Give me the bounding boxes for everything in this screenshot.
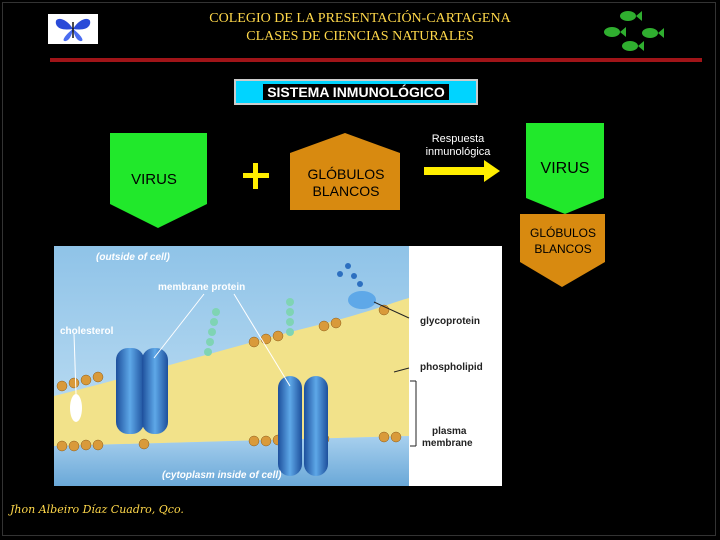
result-globulos-label: GLÓBULOS BLANCOS (529, 226, 597, 256)
phospholipid-label: phospholipid (420, 362, 483, 373)
plasma-label: plasma (432, 426, 467, 437)
equation-shapes (110, 123, 605, 287)
fish-decoration-icon (598, 6, 678, 56)
slide-title: SISTEMA INMUNOLÓGICO (234, 79, 478, 105)
school-header: COLEGIO DE LA PRESENTACIÓN-CARTAGENA CLA… (150, 10, 570, 46)
slide-title-text: SISTEMA INMUNOLÓGICO (263, 84, 449, 100)
response-label: Respuesta inmunológica (425, 133, 491, 158)
header-line-1: COLEGIO DE LA PRESENTACIÓN-CARTAGENA (209, 11, 511, 26)
globulos-label: GLÓBULOS BLANCOS (307, 166, 385, 199)
glycoprotein-label: glycoprotein (420, 316, 481, 327)
result-globulos-shape (520, 214, 605, 287)
butterfly-logo-icon (48, 14, 98, 44)
virus-label: VIRUS (131, 171, 177, 188)
plus-icon (243, 163, 269, 189)
header-divider (50, 58, 702, 62)
membrane-label: membrane (422, 438, 473, 449)
author-signature: Jhon Albeiro Díaz Cuadro, Qco. (10, 503, 184, 516)
membrane-protein-label: membrane protein (158, 282, 246, 293)
result-virus-shape (526, 123, 604, 214)
cholesterol-label: cholesterol (60, 326, 114, 337)
result-virus-label: VIRUS (540, 160, 590, 177)
arrow-right-icon (424, 160, 500, 182)
plasma-membrane-diagram: (outside of cell) membrane protein chole… (54, 246, 502, 486)
header-line-2: CLASES DE CIENCIAS NATURALES (246, 29, 474, 44)
globulos-shape (290, 133, 400, 210)
inside-label: (cytoplasm inside of cell) (162, 470, 282, 481)
virus-shape (110, 133, 207, 228)
outside-label: (outside of cell) (96, 252, 170, 263)
